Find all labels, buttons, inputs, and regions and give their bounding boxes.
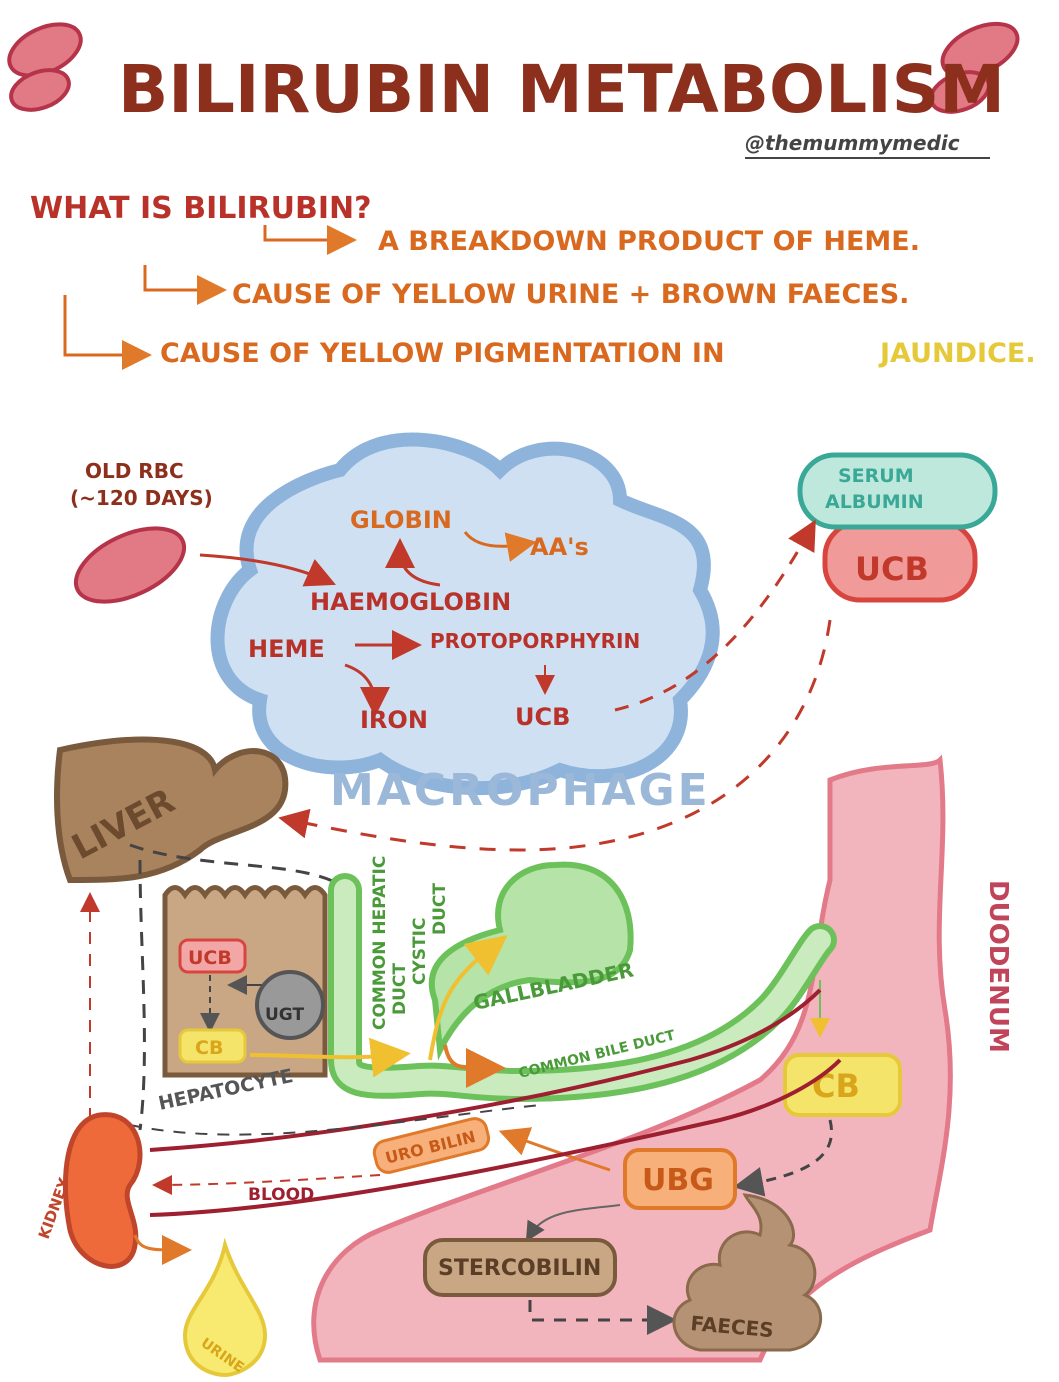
faeces-icon [672, 1193, 822, 1352]
hepatocyte-ucb-box [178, 938, 247, 974]
ubg-label: UBG [642, 1163, 714, 1198]
macrophage-label: MACROPHAGE [330, 765, 711, 816]
urobilin-box [372, 1117, 491, 1174]
intestine-cb-label: CB [812, 1067, 860, 1105]
urine-drop-icon [182, 1237, 268, 1378]
old-rbc-label: OLD RBC [85, 459, 184, 483]
protoporphyrin-label: PROTOPORPHYRIN [430, 629, 640, 653]
iron-label: IRON [360, 706, 428, 734]
hepatocyte-cb-box [178, 1028, 247, 1064]
rbc-icon-left [7, 22, 83, 112]
cystic-duct-label-2: DUCT [430, 883, 450, 935]
haemoglobin-label: HAEMOGLOBIN [310, 588, 511, 616]
ubg-box [623, 1148, 737, 1210]
serum-ucb-label: UCB [855, 550, 929, 588]
serum-albumin-shape [797, 452, 998, 530]
old-rbc-icon [73, 526, 187, 604]
kidney-icon [62, 1112, 143, 1269]
intestine-cb-box [783, 1053, 902, 1117]
gallbladder-shape [428, 861, 634, 1061]
old-rbc-days: (~120 DAYS) [70, 486, 213, 510]
common-hepatic-duct-label-2: DUCT [390, 963, 410, 1015]
duodenum-label: DUODENUM [983, 880, 1013, 1053]
cystic-duct-label: CYSTIC [410, 918, 430, 985]
hepatocyte-ucb-label: UCB [188, 947, 232, 969]
serum-albumin-label-1: SERUM [838, 465, 914, 487]
liver-shape [54, 736, 289, 884]
globin-label: GLOBIN [350, 506, 452, 534]
serum-albumin-label-2: ALBUMIN [825, 491, 924, 513]
rbc-icon-right [929, 21, 1020, 114]
heme-label: HEME [248, 635, 325, 663]
macrophage-shape [210, 432, 720, 796]
aas-label: AA's [530, 533, 589, 561]
author-handle: @themummymedic [745, 131, 960, 155]
stercobilin-box [423, 1238, 617, 1297]
common-hepatic-duct-label: COMMON HEPATIC [370, 856, 390, 1030]
intro-point-2: CAUSE OF YELLOW URINE + BROWN FAECES. [232, 279, 909, 310]
hepatocyte-cb-label: CB [195, 1037, 223, 1059]
intro-point-1: A BREAKDOWN PRODUCT OF HEME. [378, 226, 920, 257]
intro-question: WHAT IS BILIRUBIN? [30, 191, 372, 226]
macrophage-ucb-label: UCB [515, 703, 570, 731]
blood-label: BLOOD [248, 1185, 314, 1205]
jaundice-label: JAUNDICE. [878, 338, 1036, 369]
ugt-label: UGT [265, 1005, 304, 1025]
intro-point-3: CAUSE OF YELLOW PIGMENTATION IN [160, 338, 725, 369]
stercobilin-label: STERCOBILIN [438, 1256, 601, 1281]
ugt-enzyme-icon [255, 970, 325, 1040]
page-title: BILIRUBIN METABOLISM [118, 51, 1005, 128]
